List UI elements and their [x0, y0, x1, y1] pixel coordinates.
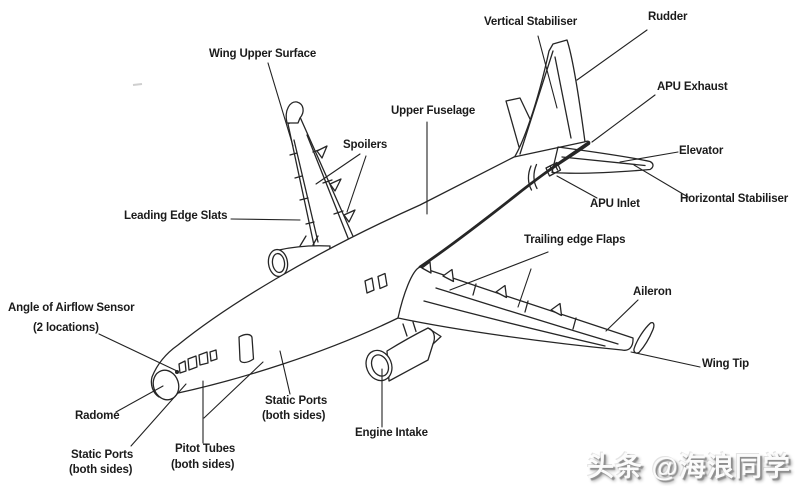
leader-trailing-edge-flaps — [449, 251, 549, 308]
label-aileron: Aileron — [633, 286, 672, 298]
far-wingtip-fence — [285, 101, 304, 124]
leader-static-ports-mid — [279, 350, 291, 395]
far-wing — [285, 101, 361, 253]
overwing-exit — [377, 272, 388, 290]
label-trailing-edge-flaps: Trailing edge Flaps — [524, 234, 626, 246]
label-upper-fuselage: Upper Fuselage — [391, 105, 476, 117]
leader-angle-of-airflow-sensor — [98, 333, 178, 372]
leader-aileron — [605, 299, 639, 332]
leader-rudder — [576, 29, 648, 81]
far-slat-line — [293, 139, 319, 243]
horizontal-stabiliser-near — [551, 146, 654, 174]
leader-radome — [115, 385, 164, 413]
label-leading-edge-slats: Leading Edge Slats — [124, 210, 228, 222]
tailcone-ring — [527, 165, 533, 191]
near-wing — [397, 261, 655, 354]
scan-artifact — [132, 83, 143, 86]
flap-line — [435, 287, 619, 345]
label-static-ports-nose: Static Ports — [71, 449, 134, 461]
leader-apu-inlet — [556, 175, 598, 199]
leader-static-ports-nose — [130, 383, 187, 447]
leader-leading-edge-slats — [230, 218, 301, 221]
aft-belly-line — [418, 141, 590, 269]
elevator-hinge-line — [561, 156, 646, 167]
overwing-exit — [364, 277, 375, 294]
leader-lines — [98, 29, 701, 447]
cockpit-window — [187, 355, 198, 371]
label-horizontal-stabiliser: Horizontal Stabiliser — [680, 193, 789, 205]
label-spoilers: Spoilers — [343, 139, 388, 151]
label-engine-intake: Engine Intake — [355, 427, 428, 439]
label-vertical-stabiliser: Vertical Stabiliser — [484, 16, 578, 28]
label-static-ports-mid: Static Ports — [265, 395, 328, 407]
vertical-stabiliser-fin — [513, 39, 586, 159]
label-apu-exhaust: APU Exhaust — [657, 81, 728, 93]
label-wing-upper-surface: Wing Upper Surface — [209, 48, 317, 60]
label-radome: Radome — [75, 410, 120, 422]
front-door — [238, 333, 255, 364]
label-static-ports-nose-sub: (both sides) — [69, 464, 133, 476]
leader-elevator — [619, 151, 679, 163]
label-pitot-tubes-sub: (both sides) — [171, 459, 235, 471]
label-rudder: Rudder — [648, 11, 688, 23]
label-angle-of-airflow-sensor-sub: (2 locations) — [33, 322, 99, 334]
cockpit-window — [178, 360, 187, 374]
near-wingtip-fence — [633, 321, 655, 354]
label-static-ports-mid-sub: (both sides) — [262, 410, 326, 422]
leader-wing-upper-surface — [267, 62, 294, 147]
label-pitot-tubes: Pitot Tubes — [175, 443, 236, 455]
leader-spoilers — [315, 153, 367, 213]
radome-shape — [152, 369, 180, 401]
rudder-hinge-line — [554, 56, 572, 139]
leader-vertical-stabiliser — [537, 35, 558, 109]
label-wing-tip: Wing Tip — [702, 358, 750, 370]
leader-horizontal-stabiliser — [633, 164, 689, 198]
label-apu-inlet: APU Inlet — [590, 198, 640, 210]
far-spoiler-line — [306, 134, 351, 244]
near-engine — [365, 321, 442, 382]
cockpit-window — [198, 351, 209, 366]
watermark-toutiao: 头条 @海浪同学 — [587, 452, 791, 482]
leader-wing-tip — [630, 351, 701, 368]
label-angle-of-airflow-sensor: Angle of Airflow Sensor — [8, 302, 135, 314]
leader-pitot-tubes — [202, 361, 264, 444]
leader-apu-exhaust — [591, 94, 656, 143]
nose-details — [152, 272, 388, 401]
cockpit-window — [209, 349, 218, 362]
label-elevator: Elevator — [679, 145, 724, 157]
